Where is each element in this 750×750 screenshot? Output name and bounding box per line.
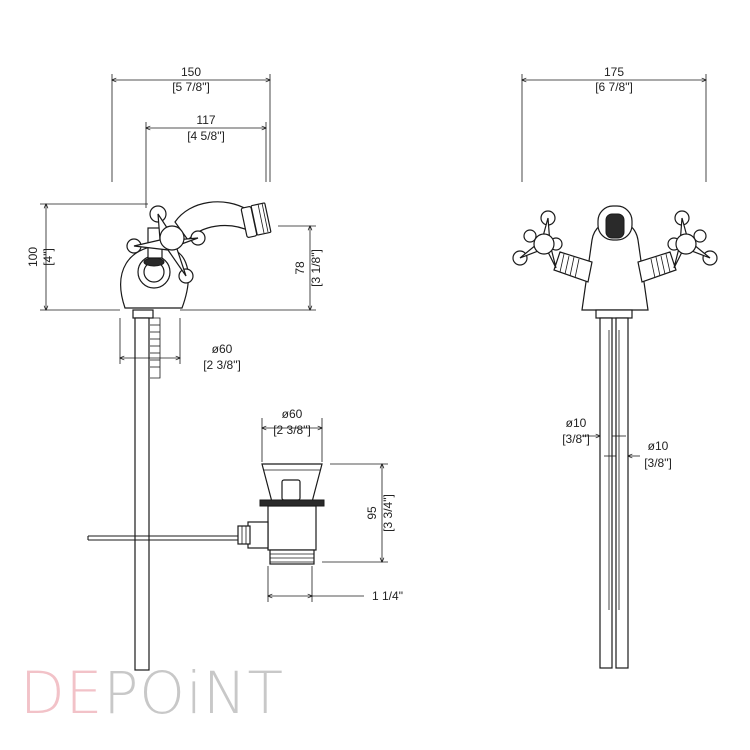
dim-drain-thread-value: 1 1/4" bbox=[372, 589, 403, 603]
dim-side-width-inch: [5 7/8"] bbox=[172, 80, 210, 94]
front-view: 175 [6 7/8"] bbox=[512, 65, 718, 669]
dim-base-diameter: ø60 [2 3/8"] bbox=[120, 318, 241, 372]
dim-side-spout-height-value: 78 bbox=[293, 261, 307, 275]
side-view: 150 [5 7/8"] 117 [4 5/8"] 100 [4"] 78 [3… bbox=[26, 65, 323, 671]
brand-logo: DEPOiNT bbox=[20, 664, 284, 722]
dim-front-width: 175 [6 7/8"] bbox=[522, 65, 706, 182]
dim-side-height-value: 100 bbox=[26, 247, 40, 267]
dim-drain-diameter: ø60 [2 3/8"] bbox=[262, 407, 322, 462]
drain-view: ø60 [2 3/8"] 95 [3 3/4 bbox=[87, 407, 403, 603]
dim-drain-diameter-inch: [2 3/8"] bbox=[273, 423, 311, 437]
dim-pipe-diameter-2: ø10 [3/8"] bbox=[604, 439, 672, 470]
dim-front-width-value: 175 bbox=[604, 65, 624, 79]
dim-pipe-diameter-1: ø10 [3/8"] bbox=[562, 416, 626, 446]
dim-front-width-inch: [6 7/8"] bbox=[595, 80, 633, 94]
dim-side-width: 150 [5 7/8"] bbox=[112, 65, 270, 182]
dim-drain-diameter-value: ø60 bbox=[282, 407, 303, 421]
dim-side-reach-value: 117 bbox=[196, 113, 215, 127]
dim-side-spout-height-inch: [3 1/8"] bbox=[309, 249, 323, 287]
dim-pipe-diameter-2-value: ø10 bbox=[648, 439, 669, 453]
dim-side-height: 100 [4"] bbox=[26, 204, 148, 310]
dim-pipe-diameter-1-inch: [3/8"] bbox=[562, 432, 590, 446]
dim-pipe-diameter-1-value: ø10 bbox=[566, 416, 587, 430]
side-faucet bbox=[120, 201, 272, 671]
front-faucet bbox=[512, 205, 718, 669]
dim-base-diameter-value: ø60 bbox=[212, 342, 233, 356]
dim-side-width-value: 150 bbox=[181, 65, 201, 79]
dim-side-reach: 117 [4 5/8"] bbox=[146, 113, 266, 208]
brand-logo-part2: POiNT bbox=[103, 659, 284, 727]
dim-drain-height-value: 95 bbox=[365, 506, 379, 520]
dim-base-diameter-inch: [2 3/8"] bbox=[203, 358, 241, 372]
dim-drain-height-inch: [3 3/4"] bbox=[381, 494, 395, 532]
dim-side-spout-height: 78 [3 1/8"] bbox=[180, 226, 323, 310]
dim-side-reach-inch: [4 5/8"] bbox=[187, 129, 225, 143]
brand-logo-part1: DE bbox=[20, 659, 104, 727]
drain-assembly bbox=[87, 463, 325, 565]
dim-drain-height: 95 [3 3/4"] bbox=[322, 464, 395, 562]
dim-drain-thread: 1 1/4" bbox=[268, 566, 403, 603]
dim-pipe-diameter-2-inch: [3/8"] bbox=[644, 456, 672, 470]
dim-side-height-inch: [4"] bbox=[41, 248, 55, 266]
